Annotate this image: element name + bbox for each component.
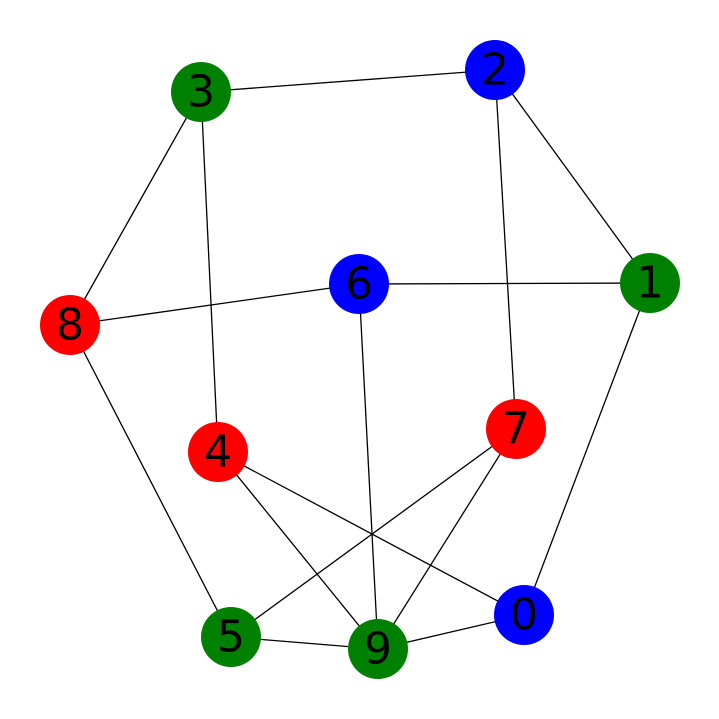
node-circle bbox=[494, 585, 554, 645]
edge-3-4 bbox=[200, 91, 219, 453]
node-circle bbox=[40, 295, 100, 355]
edge-2-1 bbox=[494, 69, 651, 284]
node-circle bbox=[188, 422, 248, 482]
node-label: 0 bbox=[510, 590, 538, 641]
node-0: 0 bbox=[494, 585, 554, 645]
node-circle bbox=[620, 253, 680, 313]
node-label: 4 bbox=[204, 427, 232, 478]
edge-4-9 bbox=[217, 451, 379, 650]
node-label: 9 bbox=[364, 624, 392, 675]
node-3: 3 bbox=[171, 62, 231, 122]
node-circle bbox=[171, 62, 231, 122]
node-label: 8 bbox=[56, 300, 84, 351]
edge-3-2 bbox=[200, 69, 496, 93]
node-2: 2 bbox=[465, 40, 525, 100]
node-circle bbox=[201, 607, 261, 667]
node-6: 6 bbox=[329, 254, 389, 314]
edge-4-0 bbox=[217, 451, 525, 616]
node-label: 2 bbox=[481, 45, 509, 96]
node-7: 7 bbox=[486, 399, 546, 459]
node-label: 3 bbox=[187, 67, 215, 118]
node-8: 8 bbox=[40, 295, 100, 355]
edges bbox=[69, 69, 651, 650]
node-circle bbox=[465, 40, 525, 100]
edge-8-6 bbox=[69, 283, 360, 326]
edge-7-5 bbox=[230, 428, 517, 638]
node-label: 1 bbox=[636, 258, 664, 309]
node-1: 1 bbox=[620, 253, 680, 313]
node-label: 5 bbox=[217, 612, 245, 663]
node-label: 7 bbox=[502, 404, 530, 455]
edge-1-0 bbox=[523, 282, 651, 616]
edge-7-9 bbox=[377, 428, 517, 650]
edge-8-5 bbox=[69, 324, 232, 638]
edge-6-9 bbox=[358, 283, 379, 650]
node-9: 9 bbox=[348, 619, 408, 679]
edge-2-7 bbox=[494, 69, 517, 430]
node-circle bbox=[486, 399, 546, 459]
nodes: 0 1 2 3 4 5 6 7 8 9 bbox=[40, 40, 680, 679]
edge-6-1 bbox=[358, 282, 651, 285]
edge-3-8 bbox=[69, 91, 202, 326]
node-circle bbox=[348, 619, 408, 679]
node-label: 6 bbox=[345, 259, 373, 310]
node-5: 5 bbox=[201, 607, 261, 667]
node-circle bbox=[329, 254, 389, 314]
node-4: 4 bbox=[188, 422, 248, 482]
